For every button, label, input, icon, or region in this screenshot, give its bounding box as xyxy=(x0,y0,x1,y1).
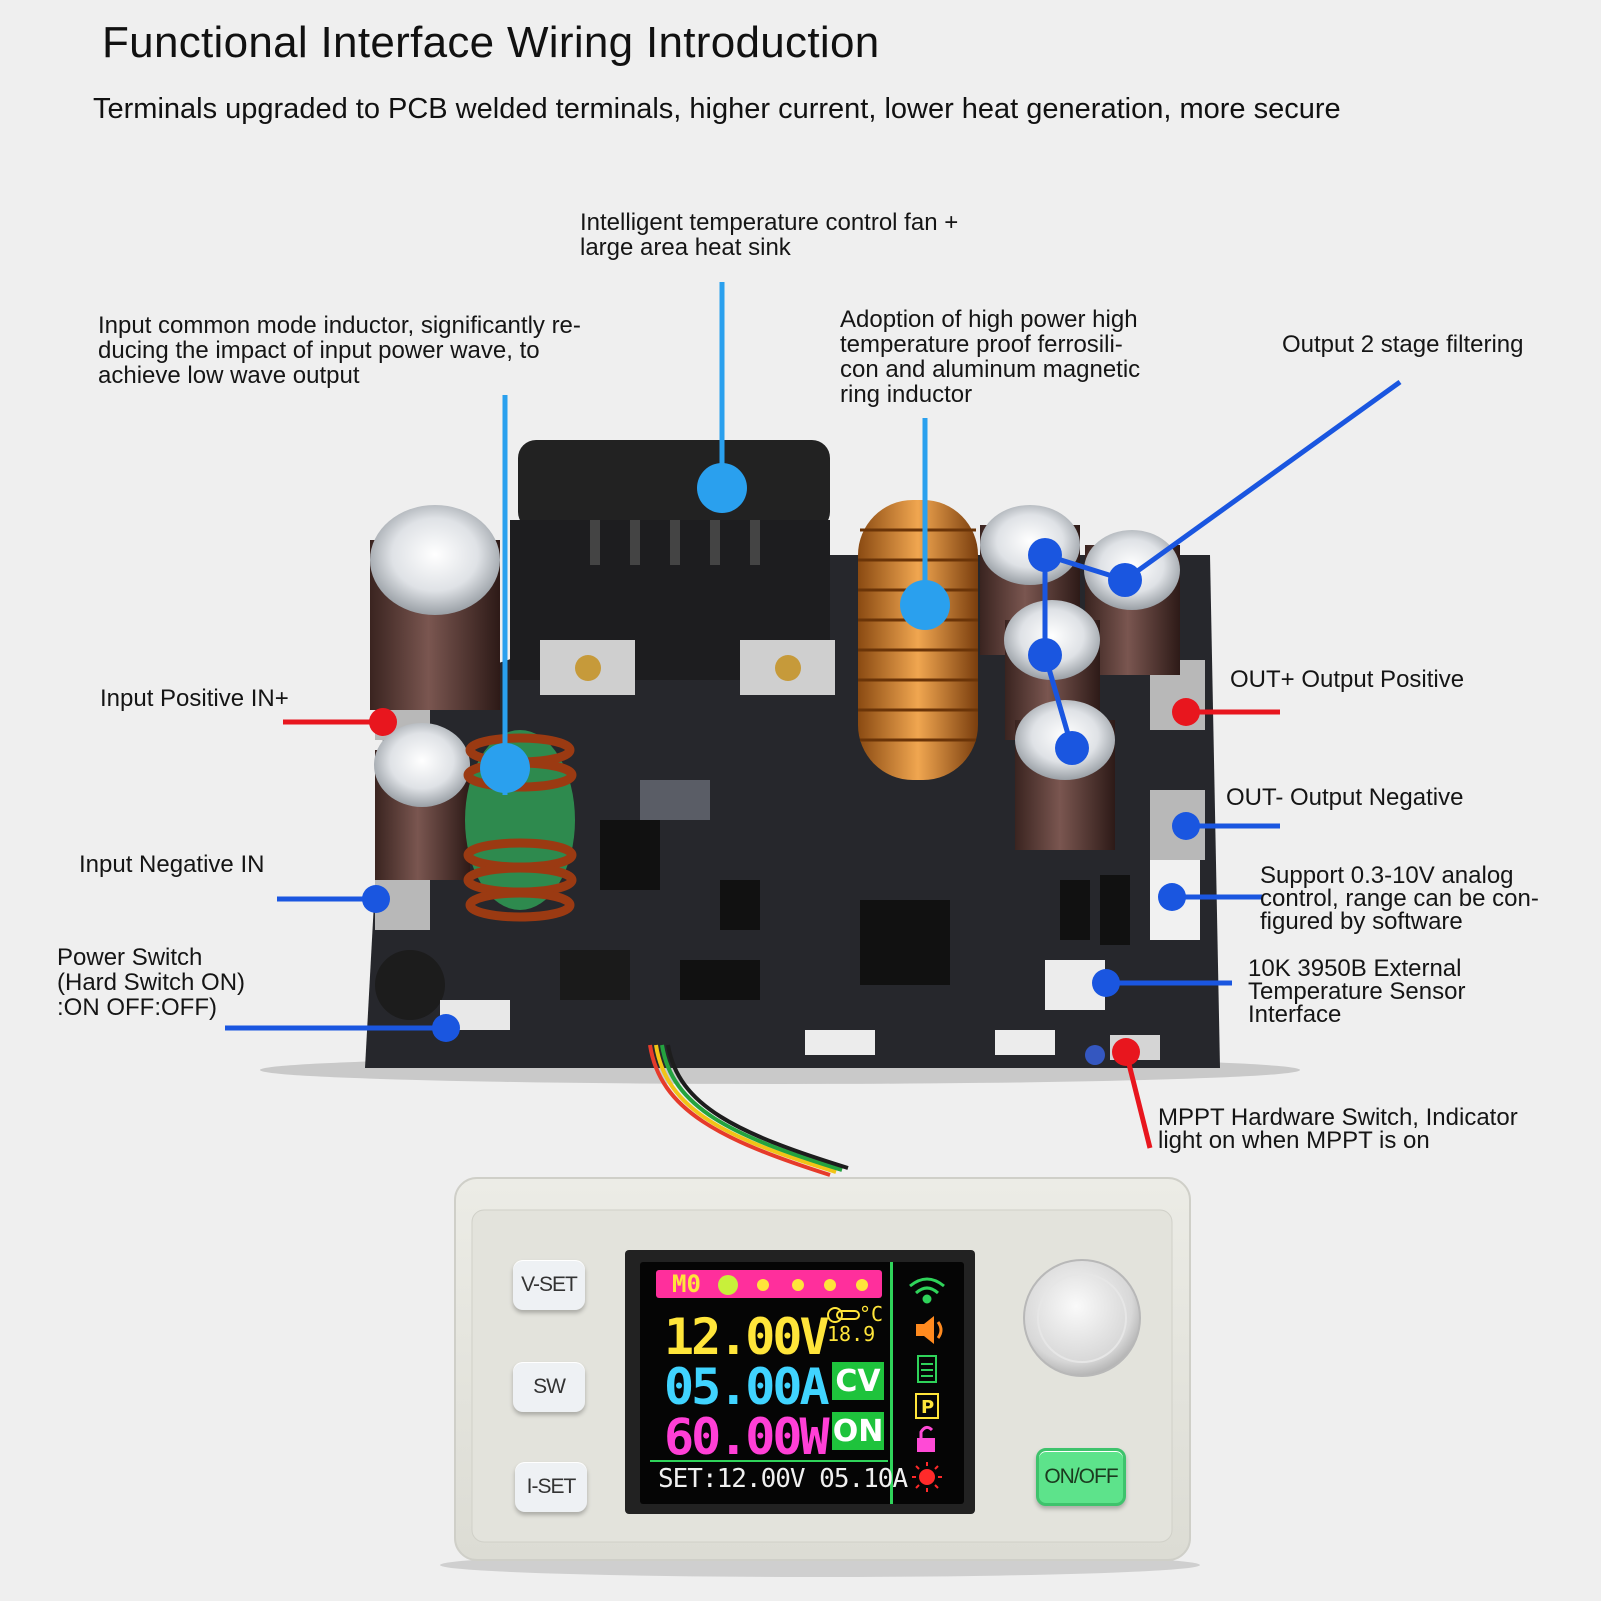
pcb-connector xyxy=(805,1030,875,1055)
callout-ring-inductor: Adoption of high power high temperature … xyxy=(840,306,1141,408)
callout-common-inductor: Input common mode inductor, significantl… xyxy=(98,312,581,389)
lcd-voltage: 12.00V xyxy=(664,1308,830,1366)
lcd-set-line: SET:12.00V 05.10A xyxy=(658,1464,908,1494)
buzzer xyxy=(375,950,445,1020)
lcd-icon-column: P xyxy=(909,1277,945,1492)
lcd-divider xyxy=(890,1262,893,1504)
lcd-screen: M0 12.00V 05.00A 60.00W °C 18.9 CV ON SE… xyxy=(640,1262,964,1504)
fan-body xyxy=(518,440,830,530)
pcb-connector xyxy=(995,1030,1055,1055)
lcd-mode: M0 xyxy=(672,1270,701,1298)
lcd-cv-tag: CV xyxy=(832,1362,884,1400)
thermometer-icon xyxy=(827,1307,860,1323)
lcd-on-tag: ON xyxy=(832,1412,884,1450)
callout-input-negative: Input Negative IN xyxy=(79,851,265,878)
lcd-status-dots xyxy=(718,1275,868,1295)
rotary-knob xyxy=(1023,1259,1141,1377)
callout-fan: Intelligent temperature control fan + la… xyxy=(580,209,959,261)
page-subtitle: Terminals upgraded to PCB welded termina… xyxy=(93,93,1341,125)
p-icon: P xyxy=(915,1393,939,1419)
unlock-icon xyxy=(917,1425,935,1452)
mppt-led xyxy=(1085,1045,1105,1065)
i-set-button[interactable]: I-SET xyxy=(515,1462,587,1512)
lcd-status-bar xyxy=(656,1270,882,1298)
svg-text:P: P xyxy=(921,1397,934,1418)
callout-analog-control: Support 0.3-10V analog control, range ca… xyxy=(1260,862,1539,935)
v-set-button[interactable]: V-SET xyxy=(513,1260,585,1310)
sun-icon xyxy=(912,1462,942,1492)
callout-mppt: MPPT Hardware Switch, Indicator light on… xyxy=(1158,1104,1518,1154)
battery-icon xyxy=(917,1355,937,1383)
mppt-leader xyxy=(1123,1051,1153,1149)
heat-sink-fins xyxy=(590,520,760,565)
sw-button[interactable]: SW xyxy=(513,1362,585,1412)
page-title: Functional Interface Wiring Introduction xyxy=(102,18,880,67)
callout-output-negative: OUT- Output Negative xyxy=(1226,784,1464,811)
pcb-components xyxy=(560,780,1130,1000)
callout-output-positive: OUT+ Output Positive xyxy=(1230,666,1465,693)
callout-output-filter: Output 2 stage filtering xyxy=(1282,331,1524,358)
ribbon-cable xyxy=(648,1044,849,1177)
lcd-temp-unit: °C xyxy=(859,1302,884,1326)
lcd-current: 05.00A xyxy=(664,1358,830,1416)
on-off-button[interactable]: ON/OFF xyxy=(1036,1448,1126,1506)
lcd-power: 60.00W xyxy=(664,1408,830,1466)
callout-input-positive: Input Positive IN+ xyxy=(100,685,289,712)
callout-power-switch: Power Switch (Hard Switch ON) :ON OFF:OF… xyxy=(57,944,246,1021)
callout-temp-sensor: 10K 3950B External Temperature Sensor In… xyxy=(1248,955,1466,1028)
speaker-icon xyxy=(916,1316,943,1344)
output-filter-leader xyxy=(1123,379,1402,583)
lcd-temperature: 18.9 xyxy=(827,1322,876,1346)
leader-dots xyxy=(362,463,1200,1066)
wifi-icon xyxy=(909,1277,945,1304)
lcd-divider xyxy=(650,1460,888,1462)
ring-inductor xyxy=(858,500,978,780)
